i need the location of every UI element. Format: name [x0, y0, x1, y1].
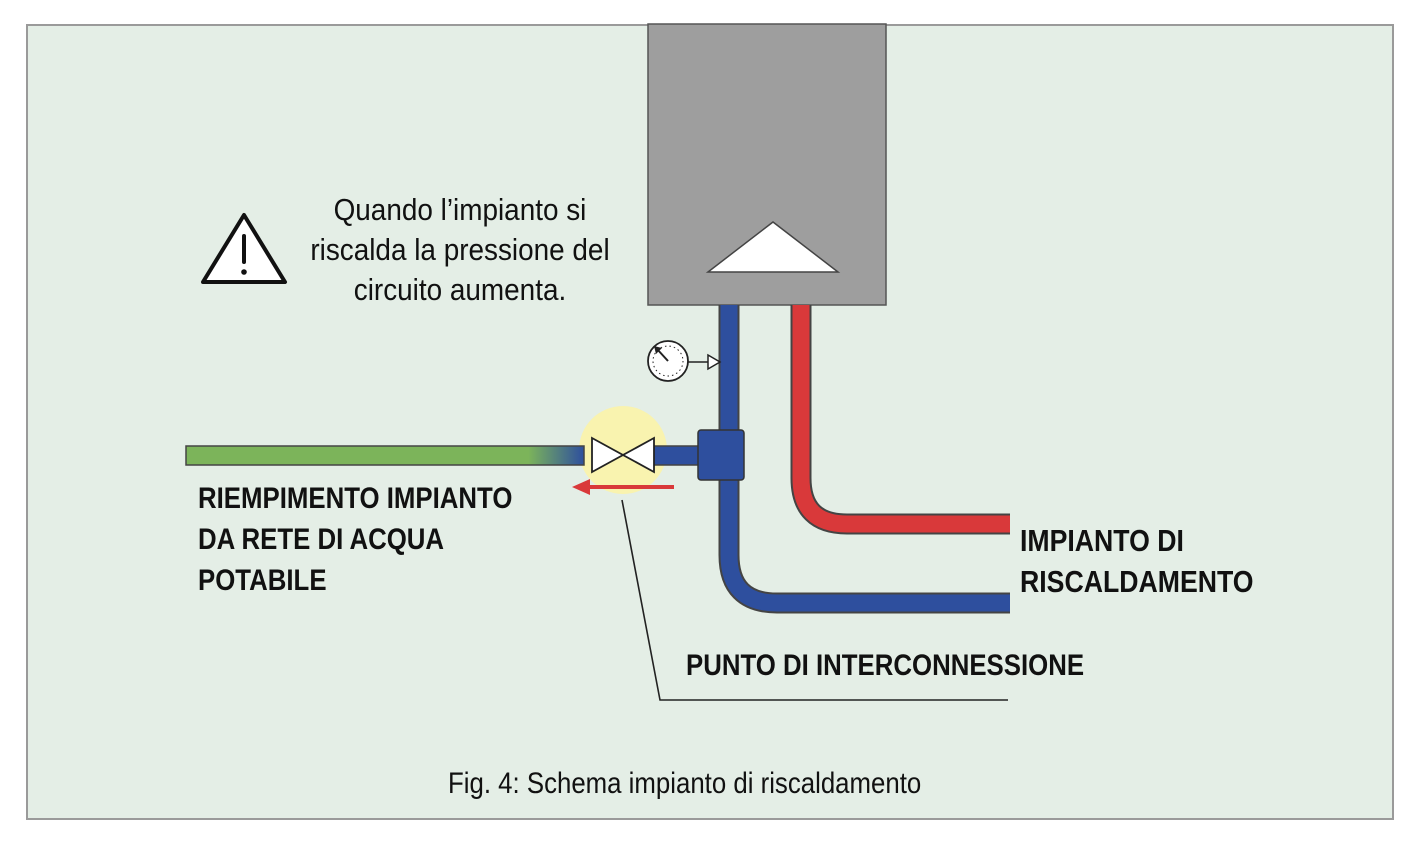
interconnection-leader-line: [621, 499, 1008, 701]
flow-arrow-icon: [572, 479, 674, 495]
warning-text: Quando l’impianto si riscalda la pressio…: [310, 192, 610, 307]
heating-system-label: IMPIANTO DI RISCALDAMENTO: [1020, 523, 1254, 599]
pressure-gauge-icon: [647, 340, 722, 382]
valve-icon: [591, 436, 655, 474]
boiler-triangle-icon: [705, 221, 841, 273]
figure-caption: Fig. 4: Schema impianto di riscaldamento: [448, 767, 922, 800]
tee-fitting: [697, 429, 745, 481]
filling-label: RIEMPIMENTO IMPIANTO DA RETE DI ACQUA PO…: [198, 482, 513, 597]
interconnection-highlight: [579, 406, 667, 494]
interconnection-point-label: PUNTO DI INTERCONNESSIONE: [686, 649, 1085, 682]
return-pipe: [718, 305, 1010, 614]
warning-triangle-icon: [201, 213, 287, 284]
water-supply-pipe: [185, 445, 585, 466]
flow-pipe: [790, 305, 1010, 535]
